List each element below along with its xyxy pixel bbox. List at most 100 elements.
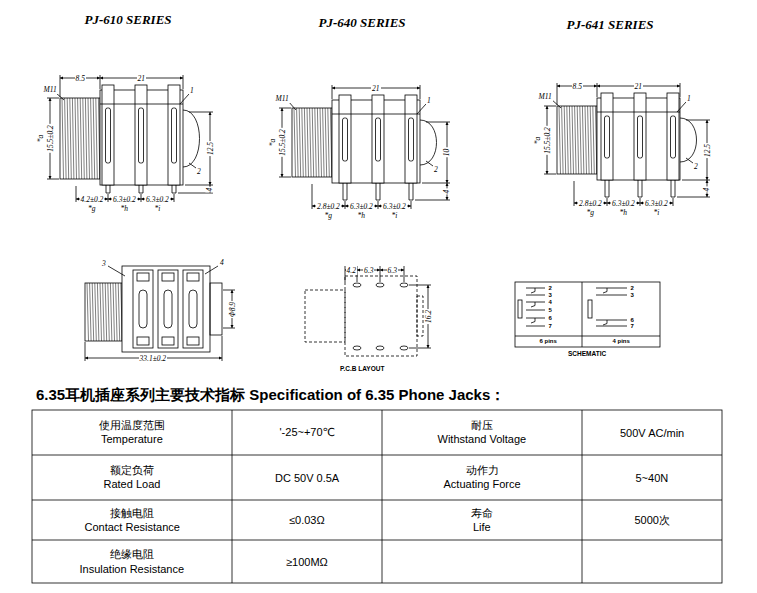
thread-line xyxy=(92,283,94,341)
dimension-text: 4 xyxy=(702,186,711,192)
dimension-text: *i xyxy=(391,211,399,220)
terminal-slot xyxy=(376,118,381,161)
jack-opening xyxy=(518,300,522,318)
extension-line xyxy=(422,183,450,184)
extension-line xyxy=(189,112,213,113)
leader-line xyxy=(189,163,196,168)
contact-spring xyxy=(531,288,535,293)
solder-pin xyxy=(139,185,143,193)
thread-line xyxy=(103,283,105,341)
thread-line xyxy=(294,108,296,177)
terminal xyxy=(102,85,114,185)
thread-line xyxy=(323,108,325,177)
dimension-text: *g xyxy=(586,208,596,217)
terminal xyxy=(667,93,679,180)
dimension-text: *h xyxy=(120,204,130,213)
leader-line xyxy=(180,94,189,104)
thread-line xyxy=(299,108,301,177)
thread-line xyxy=(320,108,322,177)
thread-line xyxy=(302,108,304,177)
thread-line xyxy=(297,108,299,177)
table-cell: 接触电阻 xyxy=(109,506,155,521)
leader-line xyxy=(56,93,64,100)
terminal xyxy=(634,93,646,180)
terminal-line xyxy=(102,104,114,105)
terminal xyxy=(372,95,384,183)
extension-line xyxy=(312,184,313,209)
terminal-slot xyxy=(671,116,676,158)
extension-line xyxy=(544,106,556,107)
extension-line xyxy=(141,194,142,202)
dimension-text: 15.5±0.2 xyxy=(45,124,54,153)
extension-line xyxy=(332,85,333,99)
thread-line xyxy=(317,108,319,177)
extension-line xyxy=(174,194,175,202)
pin-number: 3 xyxy=(630,292,635,298)
body-line xyxy=(100,104,183,105)
table-cell: 寿命 xyxy=(470,506,494,521)
thread-line xyxy=(88,98,90,179)
table-column-line xyxy=(382,410,383,583)
dimension-text: M11 xyxy=(275,94,290,103)
thread-line xyxy=(97,283,99,341)
contact-tab xyxy=(162,337,174,345)
thread-line xyxy=(572,106,574,174)
extension-line xyxy=(415,200,450,201)
thread-line xyxy=(575,106,577,174)
thread-line xyxy=(116,283,118,341)
thread-line xyxy=(567,106,569,174)
series-title: PJ-610 SERIES xyxy=(84,12,173,28)
contact-line xyxy=(526,302,545,303)
thread-line xyxy=(93,98,95,179)
table-cell: Rated Load xyxy=(103,478,162,490)
dimension-text: 6.3±0.2 xyxy=(611,199,636,208)
extension-line xyxy=(544,174,556,175)
contact-spring xyxy=(531,318,535,323)
threaded-bushing xyxy=(557,106,597,174)
solder-pin xyxy=(638,180,642,197)
extension-line xyxy=(411,201,412,209)
thread-line xyxy=(328,108,330,177)
terminal-slot xyxy=(106,108,111,163)
thread-line xyxy=(108,283,110,341)
dimension-text: 12.5 xyxy=(206,141,215,156)
extension-line xyxy=(223,328,235,329)
pin-number: 5 xyxy=(548,307,553,313)
leader-line xyxy=(417,104,426,114)
terminal-slot xyxy=(139,108,144,163)
table-column-line xyxy=(232,410,233,583)
thread-line xyxy=(315,108,317,177)
dimension-text: 2.8±0.2 xyxy=(578,199,603,208)
dimension-text: 6.3±0.2 xyxy=(112,195,137,204)
terminal-line xyxy=(634,112,646,113)
pcb-hole xyxy=(376,346,384,350)
terminal-line xyxy=(168,104,180,105)
series-title: PJ-641 SERIES xyxy=(566,17,655,33)
schematic-divider xyxy=(582,282,583,347)
thread-line xyxy=(593,106,595,174)
bushing-outline xyxy=(305,290,345,342)
table-column-line xyxy=(582,410,583,583)
contact-line xyxy=(596,320,627,321)
dimension-text: 21 xyxy=(137,74,147,83)
dimension-text: 6.3±0.2 xyxy=(349,202,374,211)
table-cell: ≤0.03Ω xyxy=(288,514,326,526)
contact-line xyxy=(526,318,545,319)
solder-pin xyxy=(605,180,609,197)
dimension-text: 16.2 xyxy=(424,309,433,324)
terminal-line xyxy=(405,114,417,115)
dimension-text: *a xyxy=(36,134,45,144)
thread-line xyxy=(118,283,120,341)
extension-line xyxy=(60,75,61,97)
table-cell: Actuating Force xyxy=(443,478,522,490)
pcb-hole xyxy=(353,346,361,350)
thread-line xyxy=(580,106,582,174)
contact-frame xyxy=(183,270,203,348)
leader-line xyxy=(205,266,218,274)
thread-line xyxy=(304,108,306,177)
dimension-text: 4 xyxy=(205,186,214,192)
plastic-nose xyxy=(420,120,437,165)
terminal-slot xyxy=(638,116,643,158)
extension-line xyxy=(680,83,681,97)
solder-pin xyxy=(671,180,675,197)
